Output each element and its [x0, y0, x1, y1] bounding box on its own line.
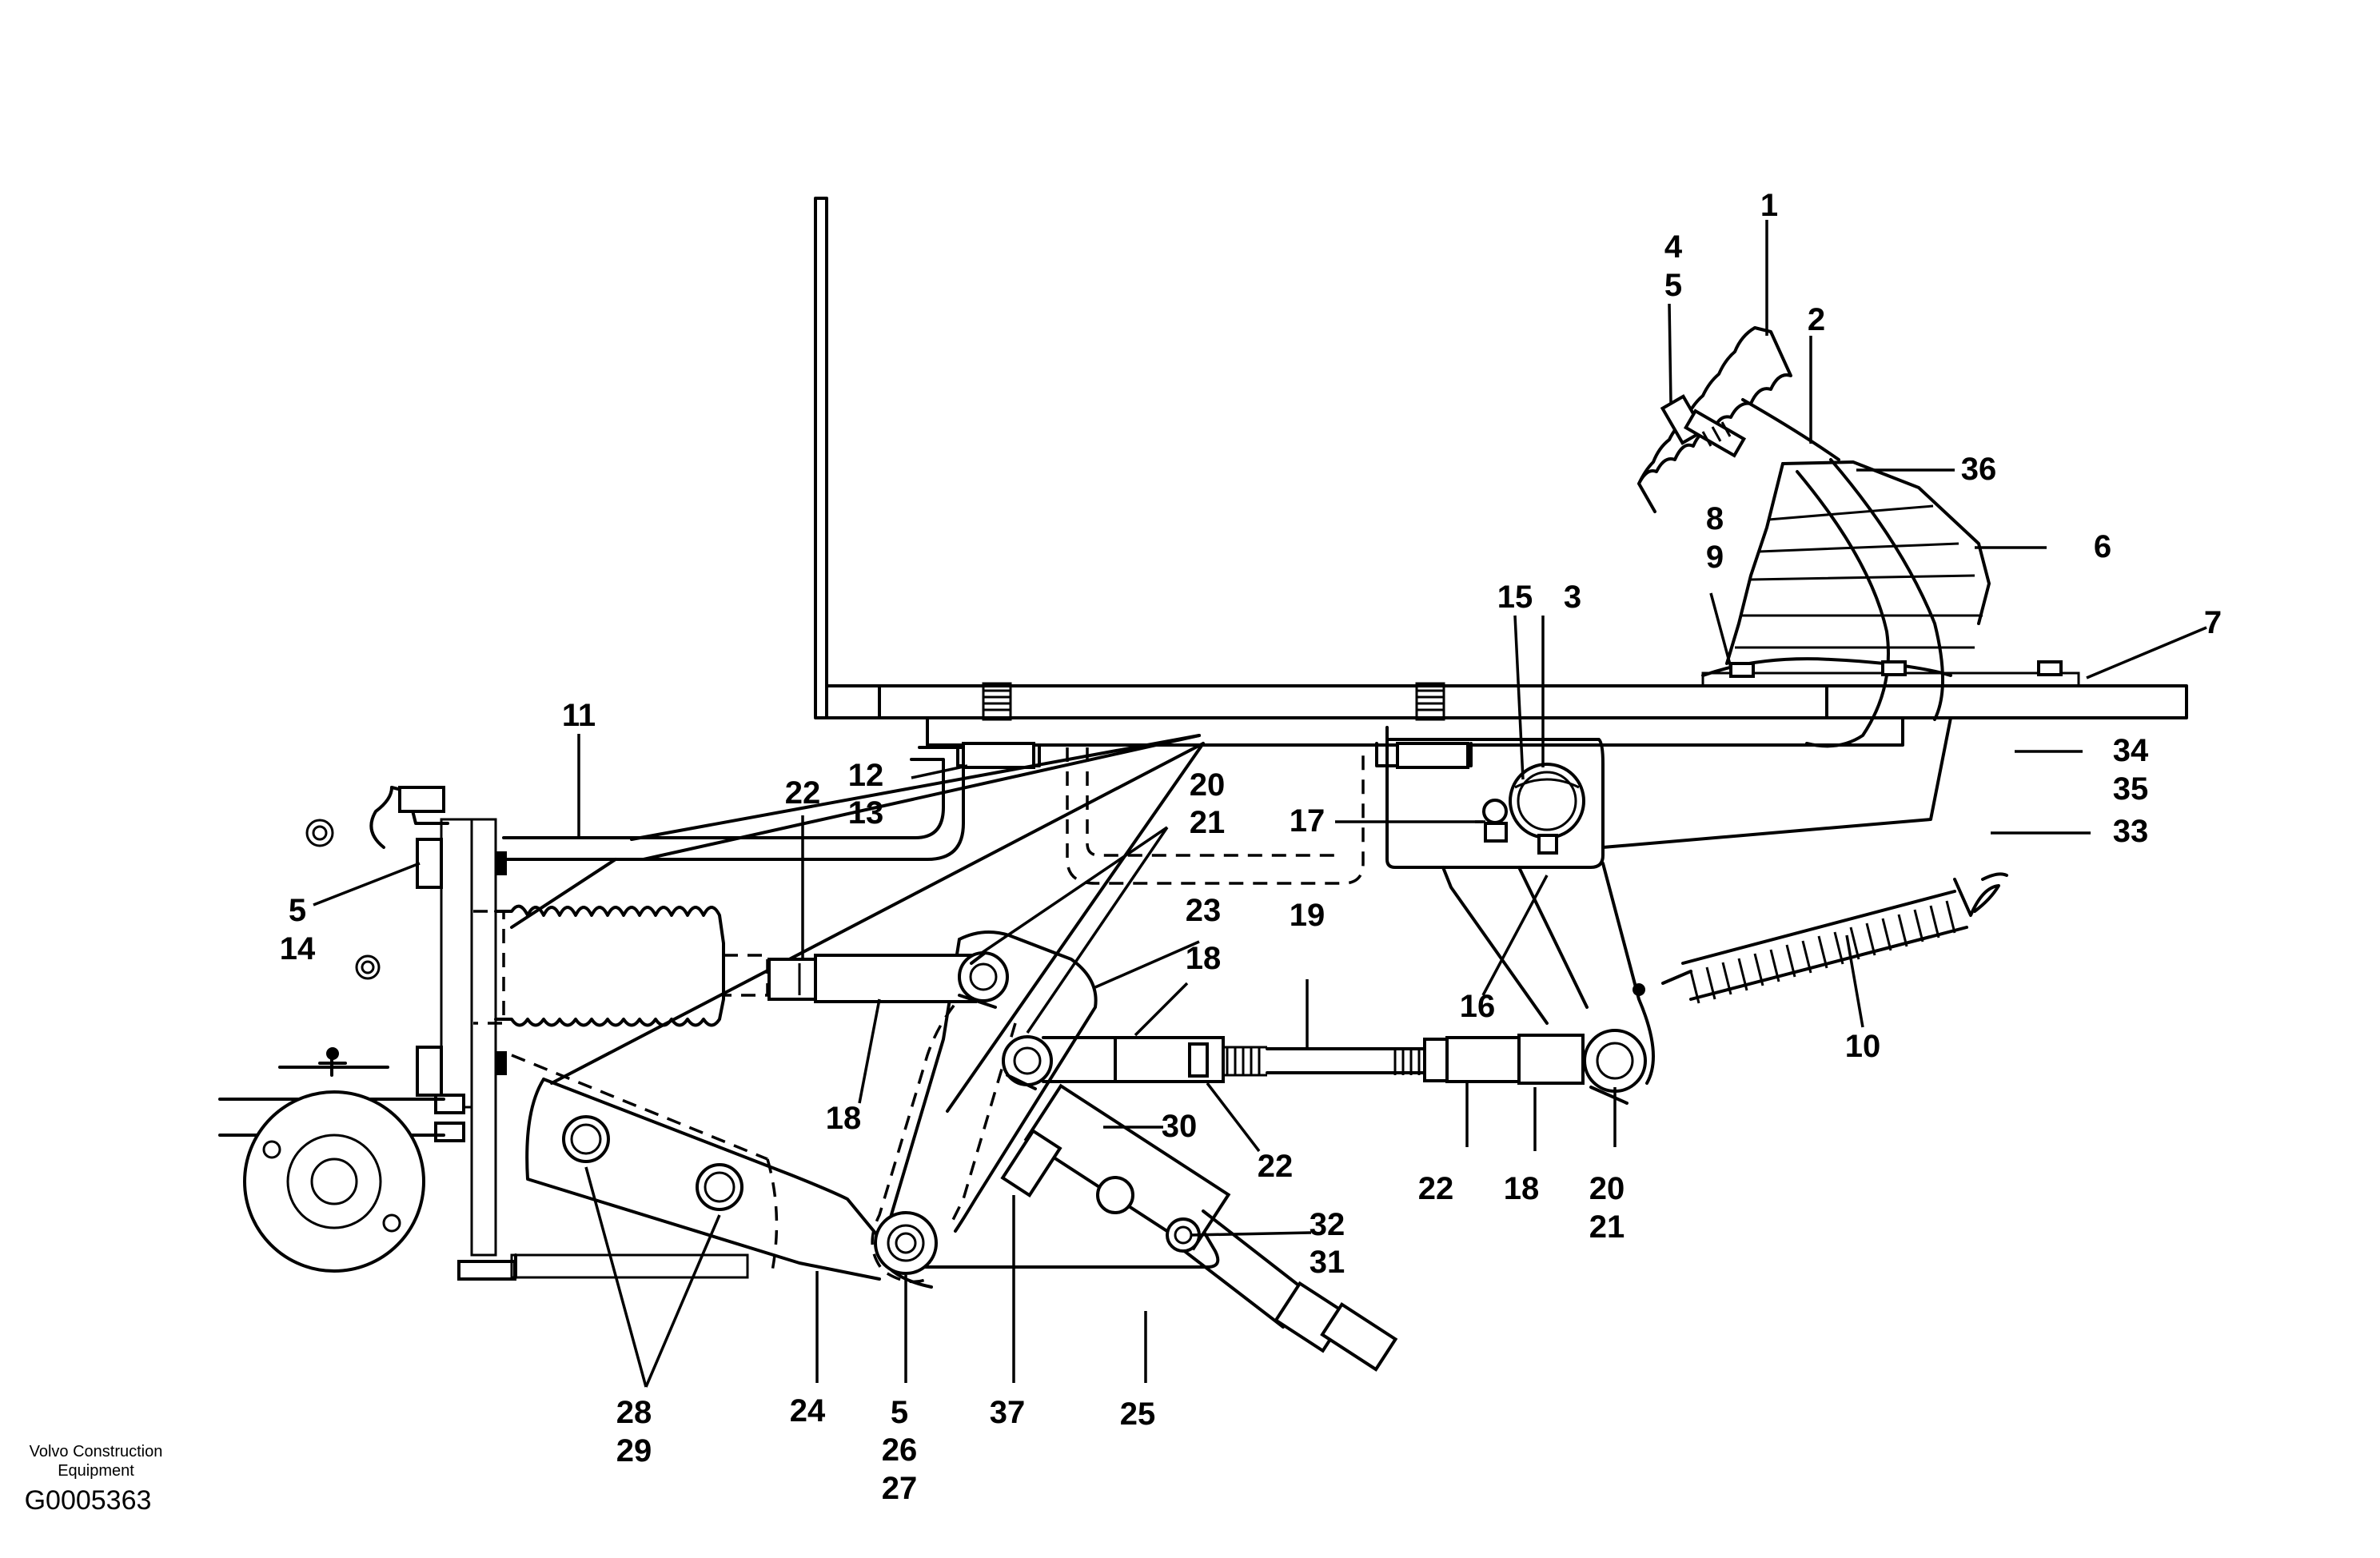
callout-14: 14	[280, 931, 316, 966]
callout-8: 8	[1706, 501, 1724, 536]
pivot-shaft-3	[1509, 763, 1585, 855]
pivot-bolt-5	[874, 1211, 938, 1275]
pedal-1	[1637, 326, 1792, 513]
lever-bolts-28-29	[562, 1115, 744, 1211]
callout-28: 28	[616, 1395, 652, 1430]
callout-35: 35	[2113, 771, 2149, 807]
boot-bellows	[473, 904, 769, 1027]
callout-19: 19	[1290, 898, 1326, 933]
credit-block: Volvo Construction Equipment G0005363	[25, 1443, 163, 1516]
callout-22-mid: 22	[1258, 1149, 1294, 1184]
callout-5-top: 5	[1664, 268, 1682, 303]
callout-36: 36	[1961, 452, 1997, 487]
callout-15: 15	[1497, 580, 1533, 615]
callout-13: 13	[848, 795, 884, 831]
pedal-adjust-screw	[1660, 394, 1747, 458]
callout-22-right: 22	[1418, 1171, 1454, 1206]
left-wheel-hub	[218, 1047, 445, 1273]
pedal-bellows-36	[1725, 398, 1991, 748]
callout-12: 12	[848, 758, 884, 793]
callout-33: 33	[2113, 814, 2149, 849]
grease-nipple-17	[1482, 799, 1508, 843]
callout-18-upper: 18	[1186, 941, 1222, 976]
callout-32: 32	[1310, 1207, 1345, 1242]
callout-27: 27	[882, 1471, 918, 1506]
callout-25: 25	[1120, 1397, 1156, 1432]
callout-37: 37	[990, 1395, 1026, 1430]
pedal-base-flange	[1701, 657, 2080, 687]
callout-21-upper: 21	[1190, 805, 1226, 840]
floor-bolt-left	[956, 682, 1041, 769]
callout-26: 26	[882, 1432, 918, 1468]
leader-lines	[313, 220, 2207, 1388]
clevis-rod-upper	[767, 951, 1009, 1009]
credit-company-line2: Equipment	[58, 1462, 134, 1480]
callout-20-lower: 20	[1589, 1171, 1625, 1206]
clevis-connector	[1006, 1036, 1121, 1090]
clevis-rod-19	[1002, 1029, 1647, 1105]
rod-11	[502, 746, 965, 929]
callout-10: 10	[1845, 1029, 1881, 1064]
callout-23: 23	[1186, 893, 1222, 928]
callout-7: 7	[2204, 605, 2222, 640]
callout-4: 4	[1664, 229, 1683, 265]
base-rail	[510, 1253, 749, 1279]
callout-20-upper: 20	[1190, 767, 1226, 803]
return-spring-10	[1633, 872, 2008, 1004]
callout-31: 31	[1310, 1245, 1345, 1280]
lever-arm-24	[511, 734, 1220, 1281]
callout-22-upper: 22	[785, 775, 821, 811]
upper-left-bracket	[305, 786, 449, 980]
hidden-bracket	[1066, 747, 1365, 885]
bracket-plate	[1385, 716, 1952, 1085]
callout-24: 24	[790, 1393, 826, 1428]
figure-id: G0005363	[25, 1485, 152, 1516]
callout-6: 6	[2094, 529, 2111, 564]
callout-2: 2	[1808, 302, 1825, 337]
callout-9: 9	[1706, 540, 1724, 575]
callout-3: 3	[1564, 580, 1581, 615]
position-sensor-30	[1000, 1083, 1398, 1372]
callout-16: 16	[1460, 989, 1496, 1024]
floor-bolt-right	[1375, 682, 1473, 769]
callout-18-left: 18	[826, 1101, 862, 1136]
callout-labels: 1 4 5 2 36 6 7 8 9 15 3 11 12 13 22 20 2…	[280, 188, 2222, 1506]
callout-18-right: 18	[1504, 1171, 1540, 1206]
callout-5-bottom: 5	[891, 1395, 908, 1430]
callout-17: 17	[1290, 803, 1326, 839]
callout-34: 34	[2113, 733, 2149, 768]
callout-21-lower: 21	[1589, 1209, 1625, 1245]
callout-5-left: 5	[289, 893, 306, 928]
callout-11: 11	[562, 698, 596, 733]
left-mount-plate	[416, 818, 516, 1281]
callout-30: 30	[1162, 1109, 1198, 1144]
callout-29: 29	[616, 1433, 652, 1468]
callout-1: 1	[1760, 188, 1778, 223]
credit-company: Volvo Construction	[30, 1443, 163, 1460]
